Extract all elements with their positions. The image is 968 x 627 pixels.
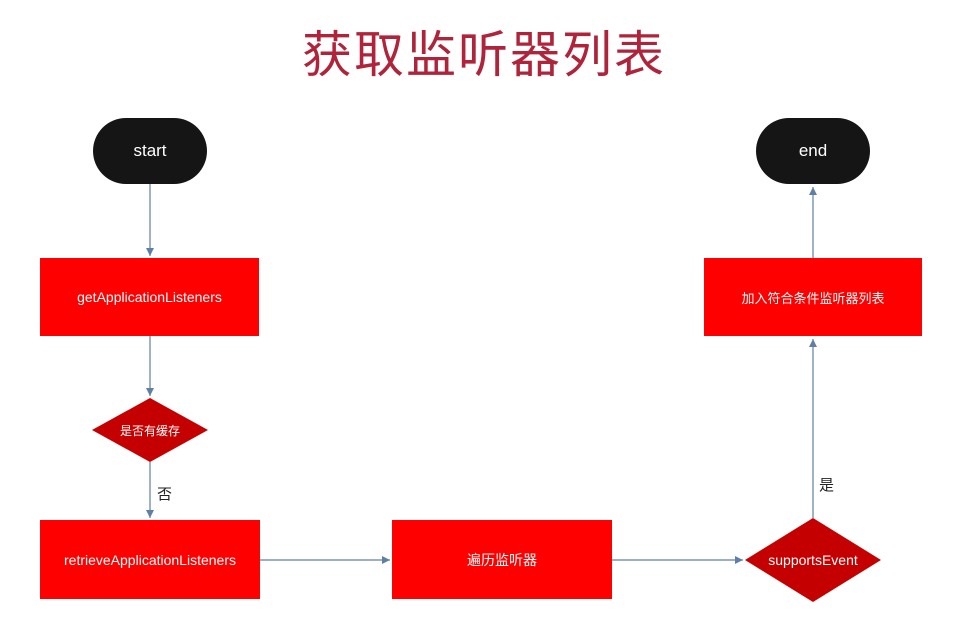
- start-node: start: [93, 118, 207, 184]
- add-matching-listeners-node: 加入符合条件监听器列表: [704, 258, 922, 336]
- iterate-listeners-node: 遍历监听器: [392, 520, 612, 599]
- supports-event-label: supportsEvent: [768, 552, 858, 568]
- page-title: 获取监听器列表: [302, 26, 666, 84]
- get-application-listeners-node: getApplicationListeners: [40, 258, 259, 336]
- has-cache-label: 是否有缓存: [119, 423, 180, 438]
- end-node: end: [756, 118, 870, 184]
- retrieve-application-listeners-node: retrieveApplicationListeners: [40, 520, 260, 599]
- decision-diamond-supports-event: [745, 518, 881, 602]
- edge-label-no: 否: [157, 485, 173, 503]
- edge-label-yes: 是: [819, 476, 835, 494]
- decision-diamond-cache: [92, 398, 208, 462]
